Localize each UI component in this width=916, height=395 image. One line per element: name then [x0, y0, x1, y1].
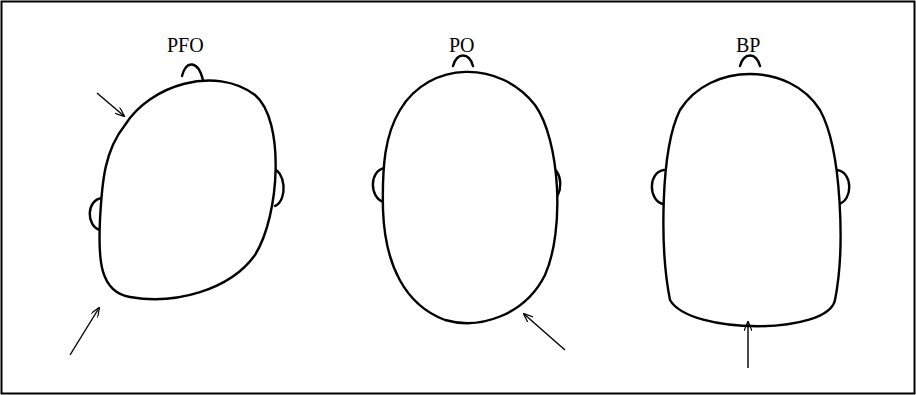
pattern-label: PO	[449, 33, 475, 57]
head-bp	[652, 56, 849, 327]
arrow	[97, 93, 124, 116]
arrow	[747, 322, 748, 368]
arrows	[70, 93, 748, 368]
head-pfo	[90, 64, 284, 299]
pattern-label: PFO	[167, 33, 204, 57]
head-po	[373, 56, 560, 324]
arrow	[524, 314, 565, 350]
arrow	[70, 308, 99, 355]
pattern-label: BP	[736, 33, 760, 57]
